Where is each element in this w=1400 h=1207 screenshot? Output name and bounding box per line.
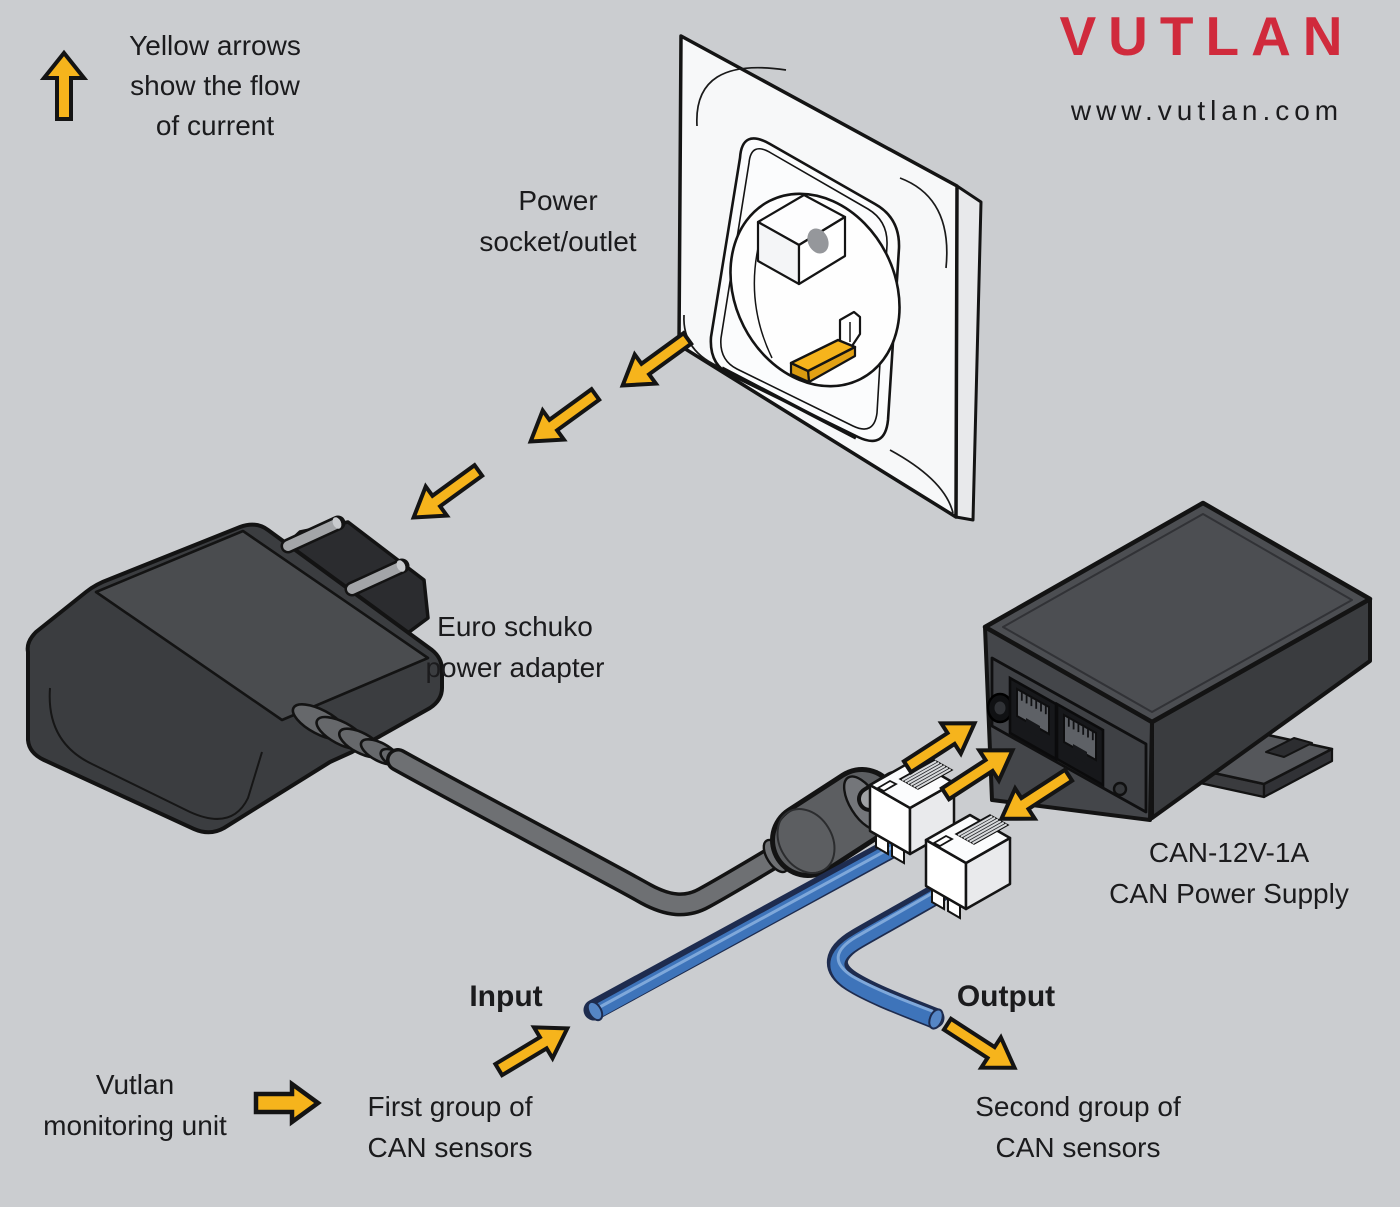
psu-top-face xyxy=(982,500,1373,725)
label-line: Vutlan xyxy=(95,1069,175,1100)
input-cable xyxy=(583,829,917,1022)
mounting-bracket xyxy=(1198,733,1334,799)
first-group-label: First group of CAN sensors xyxy=(326,1086,574,1168)
psu-led xyxy=(1112,781,1128,797)
label-line: Euro schuko xyxy=(437,611,593,642)
plug-prongs xyxy=(280,515,410,597)
label-line: First group of xyxy=(367,1091,533,1122)
socket-flow-arrow-2-icon xyxy=(520,380,606,456)
dc-cable xyxy=(386,748,907,917)
output-cable xyxy=(826,875,961,1030)
input-arrow-icon xyxy=(487,1010,579,1088)
brand-logo: VUTLAN xyxy=(1059,5,1355,67)
power-socket-illustration xyxy=(677,34,983,522)
socket-flow-arrow-1-icon xyxy=(612,324,698,400)
label-line: socket/outlet xyxy=(479,226,637,257)
power-supply-label: CAN-12V-1A CAN Power Supply xyxy=(1076,832,1382,914)
label-line: CAN sensors xyxy=(367,1132,533,1163)
power-adapter-label: Euro schuko power adapter xyxy=(383,606,647,688)
label-line: Second group of xyxy=(975,1091,1181,1122)
socket-side-face xyxy=(954,184,983,522)
label-line: CAN sensors xyxy=(995,1132,1161,1163)
can-power-supply-illustration xyxy=(982,500,1373,822)
ground-clip-highlight xyxy=(789,338,857,373)
adapter-top-face xyxy=(94,529,430,722)
power-socket-label: Power socket/outlet xyxy=(428,180,688,262)
legend-up-arrow-icon xyxy=(42,51,86,121)
second-group-label: Second group of CAN sensors xyxy=(946,1086,1210,1168)
input-label: Input xyxy=(469,980,543,1013)
output-label: Output xyxy=(956,980,1056,1013)
website-url: www.vutlan.com xyxy=(1070,95,1344,126)
label-line: monitoring unit xyxy=(43,1110,227,1141)
monitoring-unit-label: Vutlan monitoring unit xyxy=(6,1064,264,1146)
power-adapter-illustration xyxy=(25,515,444,835)
legend-line: show the flow xyxy=(130,70,300,101)
output-arrow-icon xyxy=(935,1007,1027,1085)
label-line: Power xyxy=(518,185,598,216)
legend-text: Yellow arrows show the flow of current xyxy=(100,26,330,146)
label-line: CAN-12V-1A xyxy=(1148,837,1310,868)
legend-line: of current xyxy=(155,110,275,141)
label-line: CAN Power Supply xyxy=(1109,878,1349,909)
socket-flow-arrow-3-icon xyxy=(403,456,489,532)
legend-line: Yellow arrows xyxy=(129,30,301,61)
label-line: power adapter xyxy=(425,652,605,683)
socket-pin-hole xyxy=(807,228,829,254)
monitoring-unit-arrow-icon xyxy=(256,1084,318,1122)
